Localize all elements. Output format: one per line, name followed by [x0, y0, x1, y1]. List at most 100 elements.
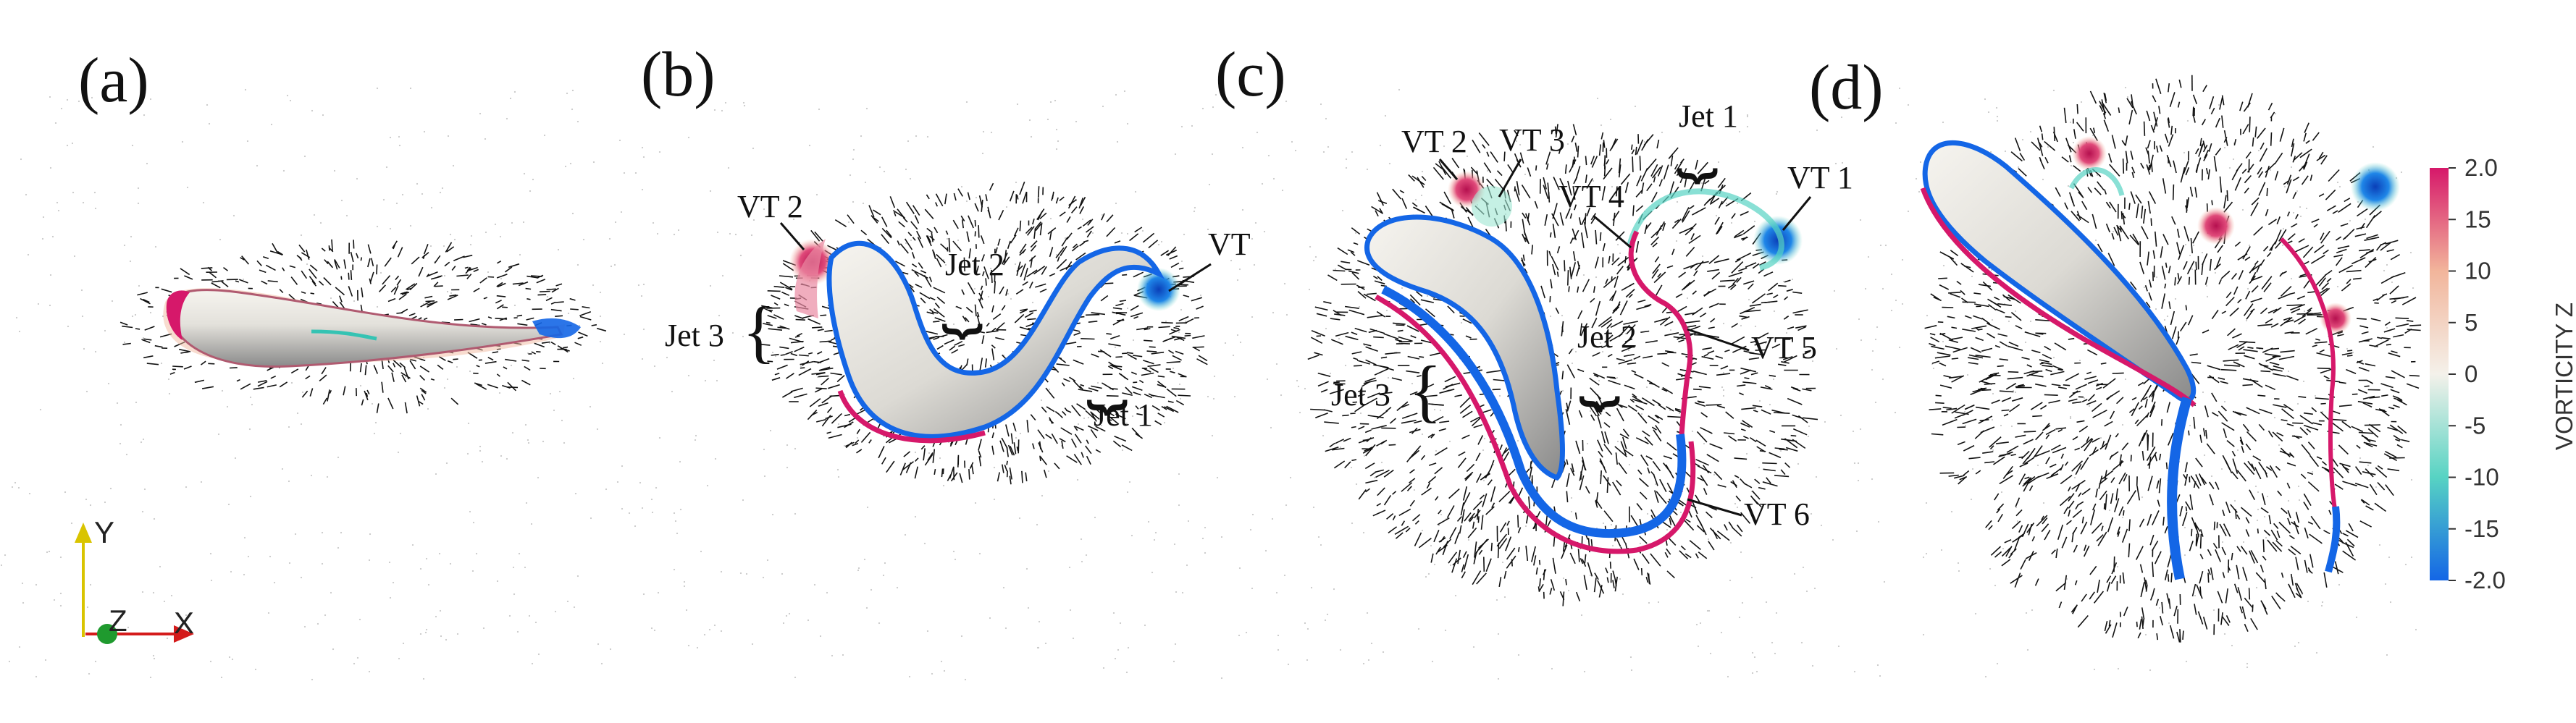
velocity-arrow: [1392, 322, 1406, 325]
velocity-arrow: [503, 366, 508, 370]
velocity-arrow: [1614, 576, 1618, 592]
background-dot: [1204, 526, 1207, 529]
velocity-arrow: [141, 339, 151, 344]
velocity-arrow: [290, 368, 299, 374]
velocity-arrow: [1055, 197, 1059, 204]
velocity-arrow: [1666, 265, 1674, 269]
velocity-arrow: [2104, 470, 2107, 481]
velocity-arrow: [920, 270, 927, 274]
background-dot: [423, 130, 426, 133]
velocity-arrow: [1491, 502, 1495, 508]
background-dot: [2246, 662, 2249, 665]
velocity-arrow: [456, 274, 469, 277]
background-dot: [1294, 149, 1297, 152]
background-dot: [1791, 278, 1794, 281]
background-dot: [127, 626, 130, 629]
velocity-arrow: [1728, 521, 1734, 528]
background-dot: [1178, 473, 1180, 475]
velocity-arrow: [2337, 245, 2350, 250]
velocity-arrow: [1420, 454, 1426, 460]
velocity-arrow: [1106, 410, 1115, 417]
background-dot: [571, 212, 574, 215]
background-dot: [2024, 341, 2027, 344]
velocity-arrow: [1552, 263, 1556, 276]
background-dot: [337, 546, 340, 549]
background-dot: [2256, 519, 2259, 522]
velocity-arrow: [1503, 452, 1510, 462]
velocity-arrow: [1131, 427, 1141, 437]
velocity-arrow: [119, 321, 128, 326]
velocity-arrow: [997, 238, 1001, 246]
background-dot: [443, 274, 446, 277]
velocity-arrow: [1138, 379, 1144, 384]
velocity-arrow: [2156, 480, 2160, 489]
velocity-arrow: [1333, 460, 1346, 469]
velocity-arrow: [1063, 378, 1070, 382]
background-dot: [1112, 612, 1115, 614]
velocity-arrow: [1666, 441, 1677, 451]
velocity-arrow: [773, 285, 785, 288]
background-dot: [321, 562, 324, 565]
velocity-arrow: [1593, 286, 1595, 293]
background-dot: [716, 231, 719, 234]
velocity-arrow: [1073, 380, 1082, 389]
background-dot: [1602, 522, 1605, 525]
velocity-arrow: [2295, 593, 2302, 599]
velocity-arrow: [1068, 198, 1077, 206]
velocity-arrow: [1603, 140, 1606, 148]
velocity-arrow: [911, 269, 925, 277]
background-dot: [439, 191, 442, 194]
background-dot: [1782, 280, 1785, 283]
velocity-arrow: [1614, 446, 1627, 457]
background-dot: [1483, 437, 1486, 440]
velocity-arrow: [1618, 164, 1621, 178]
velocity-arrow: [1069, 376, 1076, 382]
background-dot: [509, 97, 512, 100]
velocity-arrow: [1646, 158, 1657, 171]
background-dot: [592, 284, 595, 287]
velocity-arrow: [2141, 451, 2144, 461]
velocity-arrow: [421, 389, 427, 394]
velocity-arrow: [2247, 347, 2254, 349]
velocity-arrow: [1616, 538, 1621, 547]
background-dot: [2080, 101, 2083, 103]
background-dot: [419, 633, 422, 635]
velocity-arrow: [1731, 213, 1736, 219]
background-dot: [1127, 646, 1130, 649]
velocity-arrow: [1351, 351, 1362, 355]
velocity-arrow: [466, 266, 471, 271]
velocity-arrow: [1642, 355, 1653, 359]
velocity-arrow: [1443, 191, 1452, 205]
velocity-arrow: [2199, 529, 2204, 537]
velocity-arrow: [1420, 339, 1432, 344]
velocity-arrow: [1732, 480, 1737, 489]
velocity-arrow: [2187, 315, 2194, 326]
velocity-arrow: [2212, 543, 2218, 549]
background-dot: [1898, 87, 1901, 90]
velocity-arrow: [366, 392, 369, 397]
velocity-arrow: [1632, 156, 1634, 172]
velocity-arrow: [1618, 359, 1633, 365]
background-dot: [511, 431, 514, 434]
background-dot: [181, 140, 184, 143]
background-dot: [857, 567, 860, 570]
velocity-arrow: [137, 292, 148, 296]
background-dot: [1802, 566, 1805, 569]
velocity-arrow: [1472, 521, 1475, 529]
background-dot: [185, 614, 188, 617]
velocity-arrow: [392, 240, 398, 249]
velocity-arrow: [2084, 376, 2097, 380]
background-dot: [2233, 499, 2236, 502]
velocity-arrow: [2336, 248, 2347, 253]
velocity-arrow: [1736, 524, 1743, 533]
velocity-arrow: [550, 308, 562, 312]
velocity-arrow: [1553, 177, 1560, 190]
background-dot: [1354, 232, 1357, 234]
velocity-arrow: [427, 301, 438, 306]
background-dot: [1495, 599, 1498, 601]
velocity-arrow: [1967, 357, 1979, 360]
background-dot: [642, 283, 645, 286]
background-dot: [1695, 623, 1698, 626]
background-dot: [2386, 263, 2388, 266]
velocity-arrow: [2245, 443, 2252, 451]
